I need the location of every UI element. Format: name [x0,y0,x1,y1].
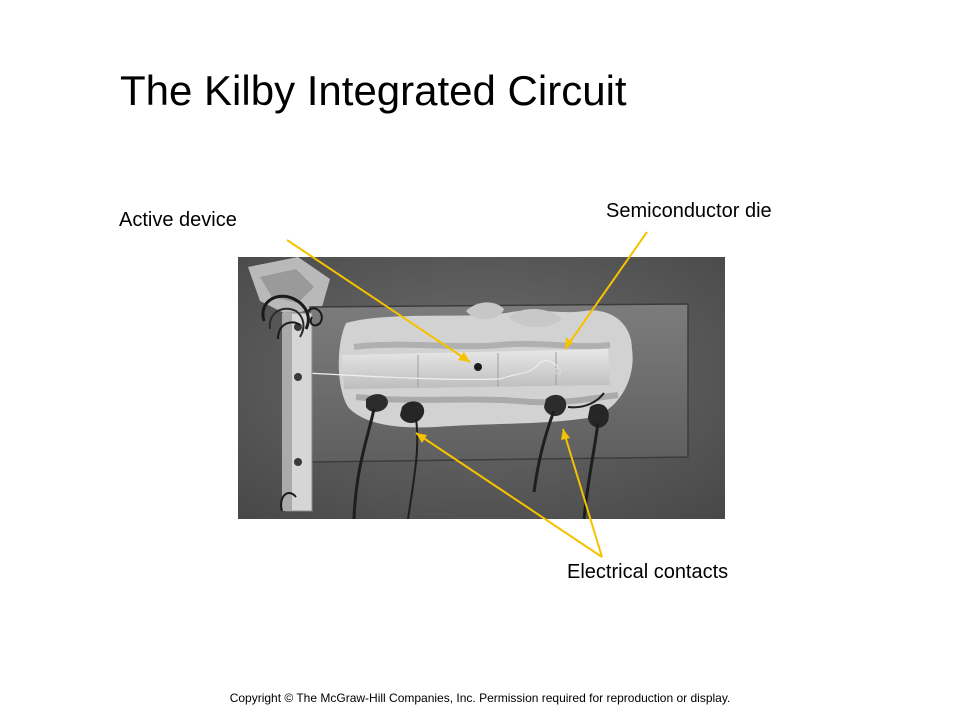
electrical-contacts-label: Electrical contacts [567,561,729,583]
active-device-label: Active device [119,209,237,231]
copyright-footer: Copyright © The McGraw-Hill Companies, I… [229,691,731,705]
kilby-ic-photo [238,257,725,519]
slide-title: The Kilby Integrated Circuit [120,67,627,114]
semiconductor-die-label: Semiconductor die [606,200,772,222]
kilby-ic-illustration [238,257,725,519]
